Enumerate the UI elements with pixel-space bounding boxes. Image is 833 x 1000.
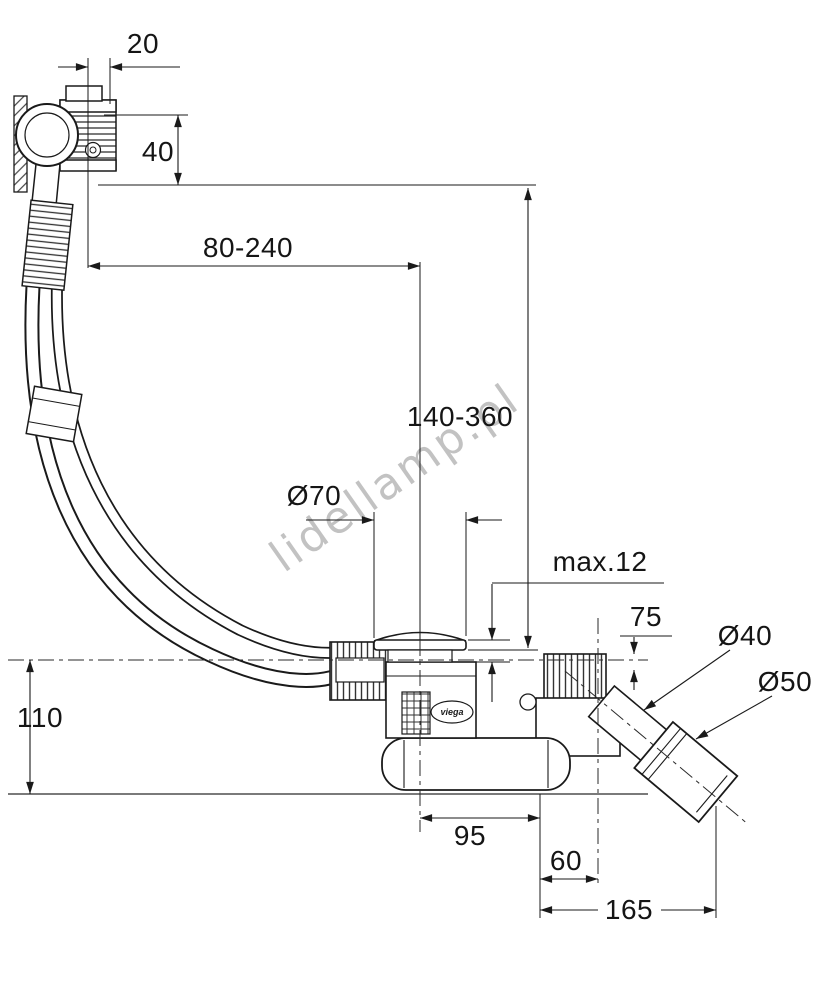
- dim-label-max12: max.12: [552, 546, 648, 577]
- dim-label-110: 110: [16, 702, 64, 733]
- dim-label-75: 75: [629, 601, 663, 632]
- dim-label-80-240: 80-240: [202, 232, 294, 263]
- dim-label-165: 165: [604, 894, 654, 925]
- overflow-hoses: [24, 283, 358, 688]
- dim-label-20: 20: [126, 28, 160, 59]
- dim-label-95: 95: [453, 820, 487, 851]
- dim-label-60: 60: [549, 845, 583, 876]
- dim-label-40: 40: [141, 136, 175, 167]
- drain-assembly: [329, 631, 739, 824]
- dim-label-dia50: Ø50: [757, 666, 813, 697]
- overflow-fitting: [13, 85, 117, 291]
- dimension-lines: [26, 63, 773, 914]
- dim-label-dia70: Ø70: [286, 480, 342, 511]
- dim-label-140-360: 140-360: [406, 401, 514, 432]
- dim-label-dia40: Ø40: [717, 620, 773, 651]
- centerlines: [8, 618, 750, 888]
- viega-logo: viega: [440, 707, 464, 717]
